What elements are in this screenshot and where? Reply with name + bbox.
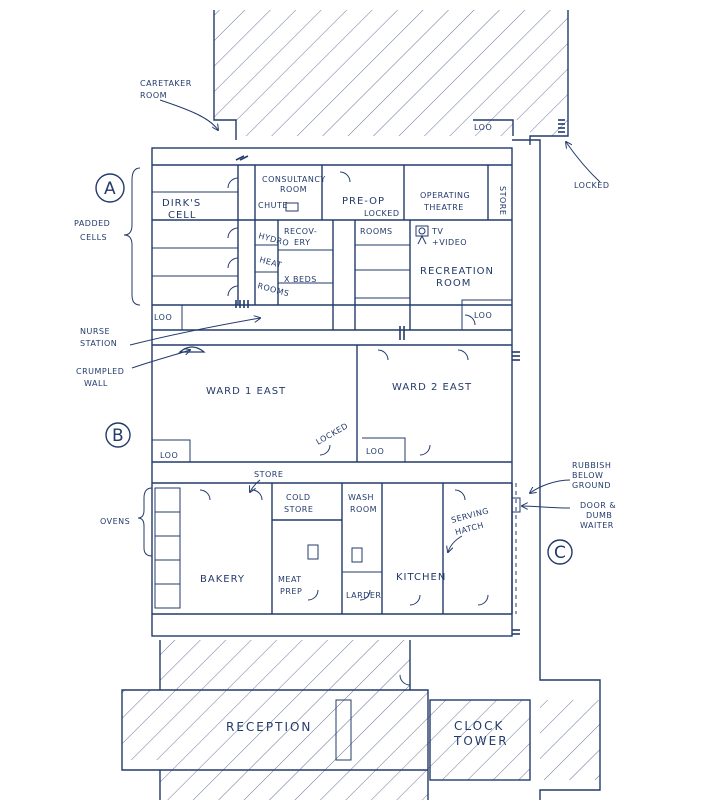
wash-label-2: ROOM	[350, 505, 377, 514]
loo-room-nurse	[151, 304, 183, 331]
ovens	[154, 487, 181, 609]
operating-label-2: THEATRE	[423, 203, 464, 212]
recreation-label-1: RECREATION	[420, 266, 494, 277]
door-arrow	[522, 506, 571, 508]
door-label-2: DUMB	[586, 511, 612, 520]
doors	[199, 171, 489, 686]
crumpled-label-2: WALL	[84, 379, 108, 388]
padded-label-2: CELLS	[80, 233, 107, 242]
loo-label-a: LOO	[474, 311, 492, 320]
serving-arrow	[448, 535, 463, 552]
loo-label-ward2: LOO	[366, 447, 384, 456]
locked-marks	[235, 119, 565, 635]
ovens-label: OVENS	[100, 517, 130, 526]
section-c-label: C	[554, 543, 566, 563]
ward2-label: WARD 2 EAST	[392, 382, 472, 393]
rubbish-label-1: RUBBISH	[572, 461, 611, 470]
consultancy-label-2: ROOM	[280, 185, 307, 194]
chute-label: CHUTE	[258, 201, 288, 210]
tv-stand-icon	[417, 234, 427, 245]
reception-label: RECEPTION	[226, 720, 312, 734]
east-wing-wall	[512, 139, 601, 800]
operating-label-1: OPERATING	[420, 191, 470, 200]
reception-desk	[335, 699, 352, 761]
locked-right-label: LOCKED	[574, 181, 610, 190]
locked-arrow	[566, 142, 601, 183]
larder-label: LARDER	[346, 591, 381, 600]
clock-tower-lower-hatch	[540, 700, 600, 780]
loo-room-ward2	[362, 437, 406, 462]
loo-label-top: LOO	[474, 123, 492, 132]
rubbish-label-2: BELOW	[572, 471, 603, 480]
ward1-label: WARD 1 EAST	[206, 386, 286, 397]
recreation-label-2: ROOM	[436, 278, 471, 289]
dumb-waiter-icon	[511, 497, 521, 513]
section-a-circle	[95, 173, 125, 203]
south-entrance-outline	[121, 640, 429, 800]
caretaker-arrow	[159, 99, 218, 130]
loo-label-nurse: LOO	[154, 313, 172, 322]
ovens-brace	[137, 487, 153, 557]
tv-icon-lens	[418, 227, 426, 235]
recovery-label-1: RECOV-	[284, 227, 317, 236]
section-b-circle	[105, 422, 131, 448]
store-vertical-label: STORE	[498, 186, 507, 215]
caretaker-label-1: CARETAKER	[140, 79, 192, 88]
kitchen-label: KITCHEN	[396, 572, 446, 583]
beds-label: X BEDS	[284, 275, 317, 284]
nurse-arrow	[129, 318, 260, 346]
building-outer-wall	[151, 147, 513, 637]
recovery-label-2: ERY	[294, 238, 311, 247]
padded-brace	[123, 167, 141, 306]
rubbish-label-3: GROUND	[572, 481, 611, 490]
store-kitchen-label: STORE	[254, 470, 283, 479]
north-courtyard-hatch	[214, 10, 568, 136]
bakery-label: BAKERY	[200, 574, 245, 585]
consultancy-label-1: CONSULTANCY	[262, 175, 326, 184]
section-b-label: B	[112, 426, 124, 446]
meat-prep-grid	[307, 544, 319, 560]
loo-room-ward1	[152, 439, 191, 462]
dirks-cell-label-1: DIRK'S	[162, 198, 201, 209]
section-c-circle	[547, 539, 573, 565]
crumpled-wall-mark	[178, 346, 206, 353]
clock-tower-label-2: TOWER	[453, 734, 509, 748]
meat-label-2: PREP	[280, 587, 302, 596]
nurse-label-1: NURSE	[80, 327, 110, 336]
serving-label-1: SERVING	[450, 506, 490, 525]
tv-label-1: TV	[431, 227, 443, 236]
consultancy-desk	[285, 202, 299, 212]
meat-label-1: MEAT	[278, 575, 302, 584]
rubbish-arrow	[530, 479, 571, 493]
padded-label-1: PADDED	[74, 219, 110, 228]
caretaker-label-2: ROOM	[140, 91, 167, 100]
cold-store-label-2: STORE	[284, 505, 313, 514]
section-a-label: A	[104, 179, 116, 199]
wash-label-1: WASH	[348, 493, 374, 502]
cold-store-label-1: COLD	[286, 493, 311, 502]
clock-tower-label-1: CLOCK	[454, 719, 504, 733]
locked-ward-label: LOCKED	[315, 421, 350, 447]
rooms-label: ROOMS	[360, 227, 393, 236]
tv-label-2: +VIDEO	[432, 238, 467, 247]
store-arrow	[250, 479, 261, 492]
crumpled-arrow	[131, 350, 190, 369]
locked-preop-label: LOCKED	[364, 209, 400, 218]
nurse-label-2: STATION	[80, 339, 117, 348]
wash-grid	[351, 547, 363, 563]
loo-label-ward1: LOO	[160, 451, 178, 460]
clock-tower-hatch	[428, 700, 530, 780]
preop-label: PRE-OP	[342, 196, 385, 207]
heat-label: HEAT	[258, 255, 282, 270]
loo-room-a	[461, 299, 513, 331]
crumpled-label-1: CRUMPLED	[76, 367, 124, 376]
door-label-1: DOOR &	[580, 501, 616, 510]
door-label-3: WAITER	[580, 521, 614, 530]
dirks-cell-label-2: CELL	[168, 210, 196, 221]
